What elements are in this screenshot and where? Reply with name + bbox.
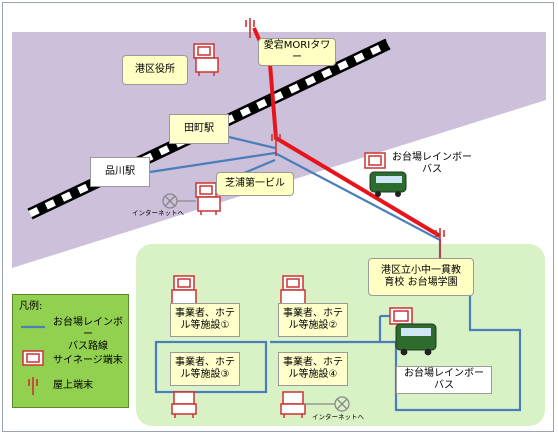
rainbow-bus-label-bottom: お台場レインボー バス	[396, 366, 492, 394]
legend-symbols	[21, 325, 45, 395]
legend-bus-route-label: お台場レインボー バス路線	[53, 317, 123, 352]
tamachi-station-label: 田町駅	[169, 114, 229, 144]
signage-icon-facility-4	[280, 391, 306, 418]
legend-signage-terminal-label: サイネージ端末	[53, 355, 123, 366]
facility-4-label: 事業者、ホテ ル等施設④	[278, 352, 348, 386]
facility-1-label: 事業者、ホテ ル等施設①	[170, 303, 240, 337]
internet-icon-left	[162, 193, 196, 209]
signage-icon-bus-top	[364, 152, 386, 169]
legend-rooftop-icon	[28, 377, 38, 395]
legend-signage-icon	[22, 350, 44, 366]
school-label: 港区立小中一貫教 育校 お台場学園	[368, 258, 474, 296]
rainbow-bus-label-top: お台場レインボー バス	[392, 152, 472, 175]
facility-2-label: 事業者、ホテ ル等施設②	[278, 303, 348, 337]
diagram-frame	[2, 2, 554, 432]
minato-ward-office-label: 港区役所	[122, 55, 188, 85]
internet-label-bottom: インターネットへ	[312, 413, 364, 421]
legend-title: 凡例:	[19, 301, 43, 312]
facility-3-label: 事業者、ホテ ル等施設③	[170, 352, 240, 386]
bus-icon-bottom	[395, 323, 437, 356]
bus-icon-top	[369, 171, 407, 197]
shinagawa-station-label: 品川駅	[90, 157, 150, 187]
legend-box: 凡例: お台場レインボー バス路線 サイネージ端末 屋上端末	[12, 294, 129, 408]
legend-rooftop-terminal-label: 屋上端末	[53, 380, 93, 391]
internet-icon-bottom	[304, 396, 350, 412]
signage-icon-ward-office	[193, 43, 219, 76]
upper-region	[12, 32, 546, 268]
signage-icon-facility-2	[280, 275, 306, 308]
shibaura-building-label: 芝浦第一ビル	[216, 172, 294, 196]
signage-icon-facility-3	[171, 391, 197, 418]
atago-tower-label: 愛宕MORIタワー	[258, 38, 336, 66]
internet-label-left: インターネットへ	[132, 209, 184, 217]
